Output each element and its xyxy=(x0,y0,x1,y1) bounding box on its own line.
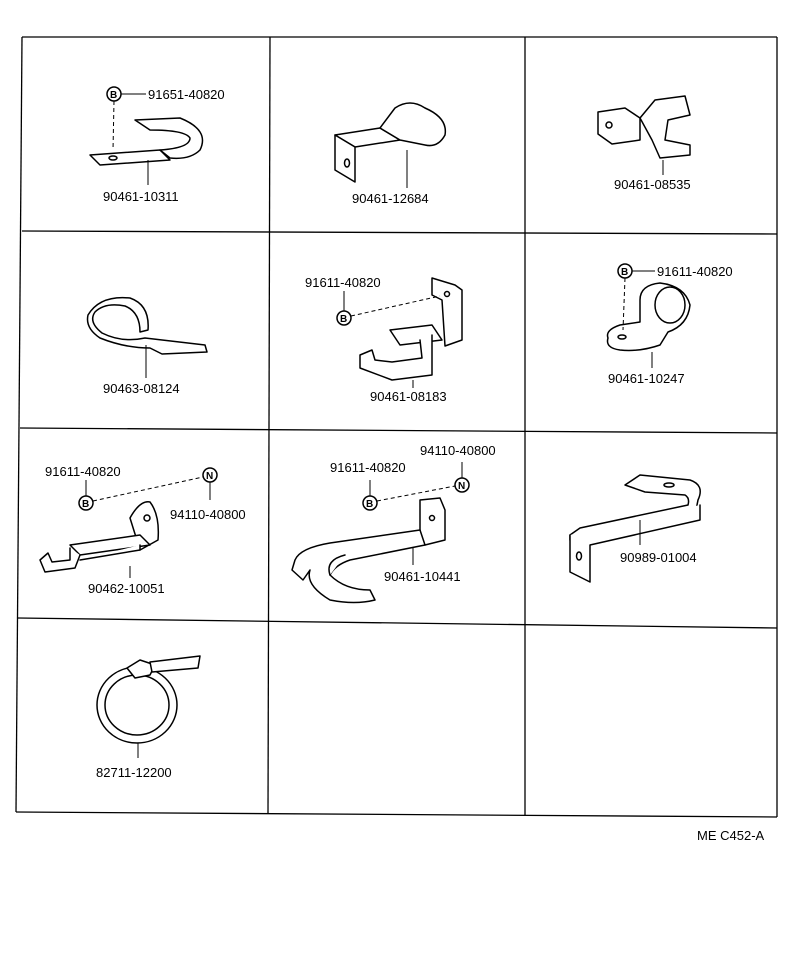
bracket-90462-10051 xyxy=(39,501,160,573)
cell-90461-10311: B 91651-40820 90461-10311 xyxy=(89,86,225,204)
part-label: 90462-10051 xyxy=(88,581,165,596)
svg-text:B: B xyxy=(366,499,373,510)
part-label: 90461-08535 xyxy=(614,177,691,192)
cell-90461-08183: B 91611-40820 90461-08183 xyxy=(305,275,463,404)
cell-90462-10051: B N 91611-40820 94110-40800 90462-10051 xyxy=(39,464,246,596)
svg-text:N: N xyxy=(458,481,465,492)
part-label: 90461-12684 xyxy=(352,191,429,206)
part-label: 90989-01004 xyxy=(620,550,697,565)
diagram-code: ME C452-A xyxy=(697,828,765,843)
bolt-symbol: B xyxy=(617,263,633,279)
bracket-90461-10311 xyxy=(89,117,204,166)
part-label: 90461-08183 xyxy=(370,389,447,404)
svg-text:N: N xyxy=(206,471,213,482)
bolt-symbol: B xyxy=(78,495,94,511)
cell-90463-08124: 90463-08124 xyxy=(86,296,208,396)
nut-label: 94110-40800 xyxy=(170,507,246,522)
bracket-90989-01004 xyxy=(569,474,701,583)
part-label: 90463-08124 xyxy=(103,381,180,396)
part-label: 90461-10441 xyxy=(384,569,461,584)
nut-symbol: N xyxy=(454,477,470,493)
cell-90989-01004: 90989-01004 xyxy=(569,474,701,583)
fastener-label: 91611-40820 xyxy=(305,275,381,290)
bolt-symbol: B xyxy=(362,495,378,511)
svg-text:B: B xyxy=(82,499,89,510)
fastener-label: 91651-40820 xyxy=(148,87,225,102)
fastener-label: 91611-40820 xyxy=(657,264,733,279)
hose-clamp-82711-12200 xyxy=(96,655,201,744)
svg-text:B: B xyxy=(340,314,347,325)
cell-90461-10441: B N 91611-40820 94110-40800 90461-10441 xyxy=(291,443,496,604)
bracket-90461-08183 xyxy=(359,277,463,381)
part-label: 90461-10311 xyxy=(103,189,179,204)
nut-label: 94110-40800 xyxy=(420,443,496,458)
svg-text:B: B xyxy=(110,90,117,101)
bracket-90461-12684 xyxy=(334,102,447,183)
fastener-label: 91611-40820 xyxy=(45,464,121,479)
cell-90461-08535: 90461-08535 xyxy=(597,95,691,192)
clamp-90461-10247 xyxy=(606,282,691,352)
bolt-symbol: B xyxy=(336,310,352,326)
fastener-label: 91611-40820 xyxy=(330,460,406,475)
clip-90463-08124 xyxy=(86,296,208,355)
cell-90461-12684: 90461-12684 xyxy=(334,102,447,206)
bolt-symbol: B xyxy=(106,86,122,102)
bracket-90461-08535 xyxy=(597,95,691,159)
part-label: 90461-10247 xyxy=(608,371,685,386)
svg-text:B: B xyxy=(621,267,628,278)
cell-90461-10247: B 91611-40820 90461-10247 xyxy=(606,263,733,386)
parts-grid xyxy=(15,36,778,818)
nut-symbol: N xyxy=(202,467,218,483)
cell-82711-12200: 82711-12200 xyxy=(96,655,201,780)
bracket-90461-10441 xyxy=(291,497,446,604)
part-label: 82711-12200 xyxy=(96,765,172,780)
